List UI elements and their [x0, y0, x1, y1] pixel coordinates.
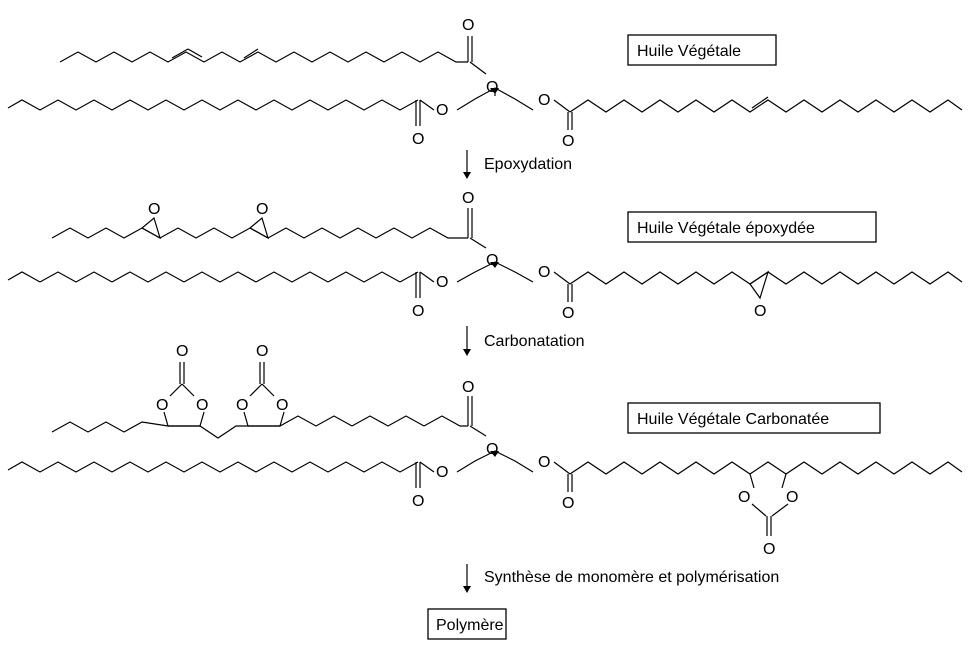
oxygen-atom: O: [256, 201, 268, 218]
stage-label-polymer: Polymère: [436, 617, 504, 634]
stage-box-vegetable-oil: [627, 34, 777, 66]
molecule-epoxidized-oil: O O O O O O O O O: [7, 190, 963, 322]
stage-box-polymer: [427, 608, 507, 640]
fatty-chain-top: [59, 51, 468, 63]
stage-box-epoxidized-oil: [627, 211, 877, 243]
fatty-chain-left: [7, 271, 419, 283]
oxygen-atom: O: [786, 489, 798, 506]
stage-label-carbonated-oil: Huile Végétale Carbonatée: [637, 411, 829, 428]
fatty-chain-top: [51, 415, 468, 439]
oxygen-atom: O: [412, 493, 424, 510]
fatty-chain-left: [7, 461, 419, 473]
oxygen-atom: O: [486, 252, 498, 269]
double-bond: [243, 48, 259, 59]
oxygen-atom: O: [156, 397, 168, 414]
reaction-label-epoxidation: Epoxydation: [484, 156, 572, 173]
oxygen-atom: O: [562, 495, 574, 512]
oxygen-atom: O: [754, 303, 766, 320]
oxygen-atom: O: [412, 131, 424, 148]
oxygen-atom: O: [196, 397, 208, 414]
oxygen-atom: O: [436, 464, 448, 481]
epoxide-ring: [749, 270, 770, 300]
oxygen-atom: O: [462, 17, 474, 34]
oxygen-atom: O: [412, 303, 424, 320]
oxygen-atom: O: [462, 379, 474, 396]
epoxide-ring: [140, 216, 161, 240]
cyclic-carbonate-ring: O O O: [156, 343, 208, 427]
oxygen-atom: O: [538, 264, 550, 281]
oxygen-atom: O: [276, 397, 288, 414]
oxygen-atom: O: [486, 79, 498, 96]
oxygen-atom: O: [562, 305, 574, 322]
reaction-label-polymerization: Synthèse de monomère et polymérisation: [484, 569, 779, 586]
oxygen-atom: O: [486, 441, 498, 458]
fatty-chain-right: [569, 99, 963, 113]
double-bond: [187, 48, 203, 58]
oxygen-atom: O: [148, 201, 160, 218]
cyclic-carbonate-ring: O O O: [738, 473, 798, 558]
molecule-carbonated-oil: O O O O O O O O O O: [7, 343, 963, 558]
oxygen-atom: O: [236, 397, 248, 414]
oxygen-atom: O: [738, 489, 750, 506]
epoxide-ring: [248, 216, 269, 240]
oxygen-atom: O: [538, 92, 550, 109]
oxygen-atom: O: [436, 102, 448, 119]
oxygen-atom: O: [538, 454, 550, 471]
fatty-chain-right: [569, 461, 963, 475]
oxygen-atom: O: [462, 190, 474, 207]
stage-label-epoxidized-oil: Huile Végétale époxydée: [637, 220, 815, 237]
oxygen-atom: O: [763, 541, 775, 558]
reaction-label-carbonatation: Carbonatation: [484, 333, 585, 350]
stage-box-carbonated-oil: [627, 402, 881, 434]
oxygen-atom: O: [436, 274, 448, 291]
double-bond: [751, 96, 769, 109]
fatty-chain-left: [7, 99, 419, 111]
molecule-vegetable-oil: O O O O O O: [7, 17, 963, 150]
oxygen-atom: O: [176, 343, 188, 360]
stage-label-vegetable-oil: Huile Végétale: [637, 43, 741, 60]
oxygen-atom: O: [256, 343, 268, 360]
cyclic-carbonate-ring: O O O: [236, 343, 288, 427]
oxygen-atom: O: [562, 133, 574, 150]
double-bond: [171, 48, 189, 59]
